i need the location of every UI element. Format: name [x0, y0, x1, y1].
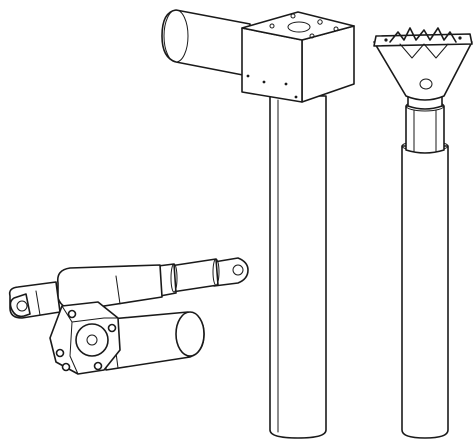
- block-front-face: [241, 27, 303, 103]
- side-cylinder: [161, 9, 251, 77]
- cone-lock-hole: [419, 78, 433, 90]
- column-with-cone: [373, 27, 473, 439]
- cone-rim: [373, 33, 473, 47]
- housing-bolt: [107, 323, 117, 333]
- lower-tube: [401, 145, 449, 439]
- housing-bolt: [67, 309, 77, 319]
- block-top-hole: [309, 33, 315, 39]
- rear-clevis-eye: [9, 293, 31, 318]
- outer-tube: [56, 264, 163, 311]
- housing-bolt: [93, 361, 103, 371]
- linear-actuator: [8, 257, 249, 375]
- rod-eye-hole: [232, 264, 244, 276]
- cone-funnel: [373, 41, 473, 101]
- housing-bolt: [55, 348, 65, 358]
- collar-sleeve: [405, 105, 445, 154]
- block-top-hole: [290, 13, 296, 19]
- motor-end-cap: [175, 311, 205, 357]
- gear-boss: [75, 323, 109, 357]
- block-top-face: [241, 11, 355, 41]
- block-top-hole: [269, 23, 275, 29]
- block-top-hole: [333, 26, 339, 32]
- main-tube: [269, 95, 327, 439]
- housing-bolt: [61, 362, 71, 372]
- inner-jaws: [389, 27, 457, 43]
- block-top-hole: [317, 19, 323, 25]
- column-with-block: [161, 9, 355, 439]
- block-top-bore: [287, 21, 311, 33]
